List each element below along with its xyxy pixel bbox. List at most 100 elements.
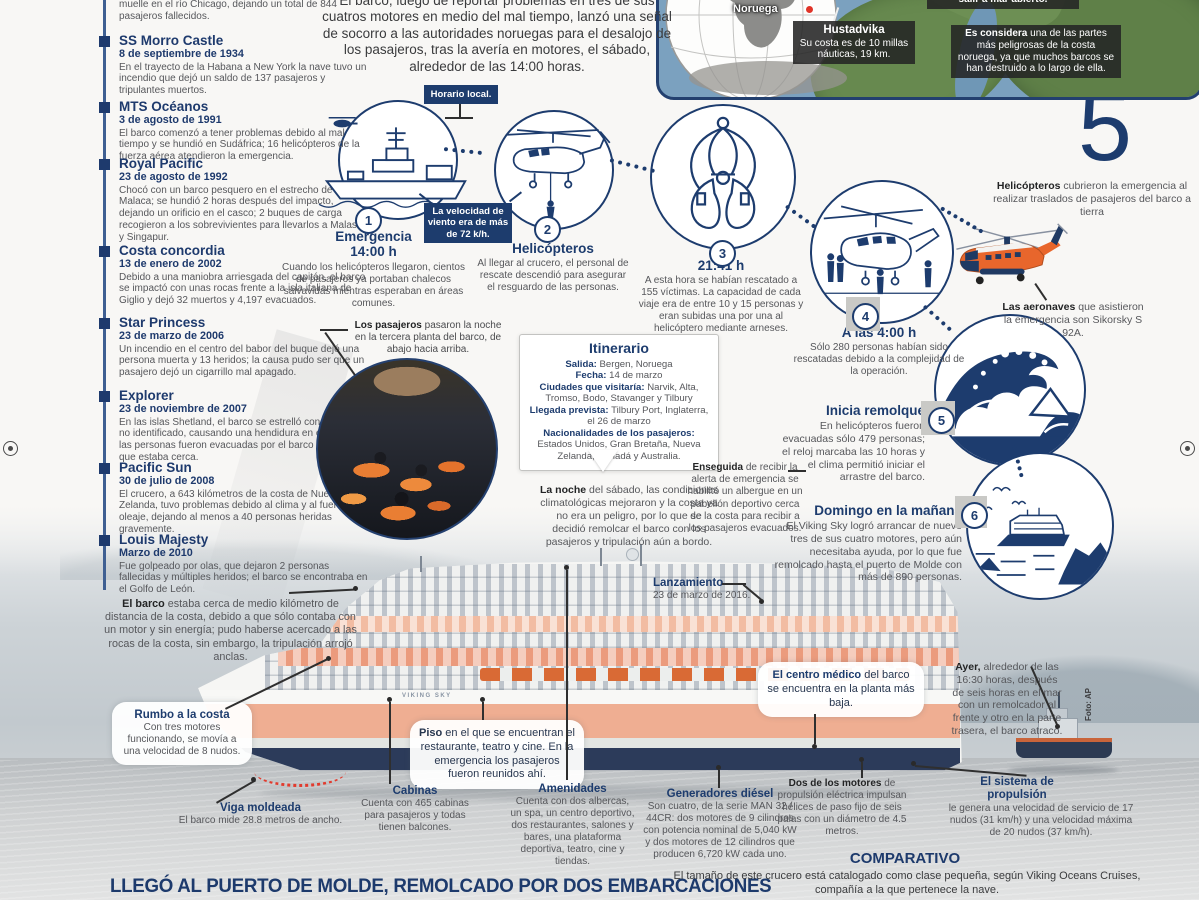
anchor-text: El barco estaba cerca de medio kilómetro… [103, 598, 358, 664]
itinerary-row: Fecha: 14 de marzo [526, 370, 712, 382]
local-time-crossbar [445, 117, 473, 119]
timeline-line [103, 0, 106, 590]
beam-dot [251, 777, 256, 782]
timeline-title: Explorer [119, 388, 174, 403]
ship-mast-aft [640, 544, 642, 566]
itinerary-value: 14 de marzo [606, 370, 663, 382]
itinerary-label: Ciudades que visitaría: [539, 381, 645, 393]
medical-lead: El centro médico [772, 669, 862, 681]
dotted-connector [784, 204, 817, 229]
timeline-text: El barco comenzó a tener problemas debid… [119, 127, 360, 163]
amenities-dot [564, 565, 569, 570]
ship-salmon-band-upper [270, 616, 960, 632]
globe-shadow [689, 61, 847, 95]
motors-label: Dos de los motores de propulsión eléctri… [772, 778, 912, 838]
yesterday-lead: Ayer, [955, 661, 981, 673]
generators-label: Generadores diésel Son cuatro, de la ser… [640, 788, 800, 861]
registration-mark-icon [3, 441, 18, 456]
event-title: Emergencia [335, 229, 412, 244]
danger-lead: Es considera [965, 28, 1028, 39]
timeline-title: Royal Pacific [119, 156, 204, 171]
ship-mast-fore [420, 556, 422, 572]
local-time-stem [459, 104, 461, 117]
timeline-text: Un incendio en el centro del babor del b… [119, 343, 365, 379]
ship-salmon-band-lower [278, 648, 960, 666]
cabins-text: Cuenta con 465 cabinas para pasajeros y … [361, 797, 469, 833]
cabins-title: Cabinas [392, 785, 438, 797]
hustadvika-title: Hustadvika [823, 24, 885, 36]
launch-label: Lanzamiento 23 de marzo de 2016. [653, 577, 765, 602]
comparativo-title: COMPARATIVO [849, 850, 961, 867]
event-4-block: A las 4:00 h Sólo 280 personas habían si… [793, 325, 965, 378]
itinerary-value: Narvik, Alta, Tromso, Bodo, Stavanger y … [545, 381, 699, 405]
course-title: Rumbo a la costa [134, 709, 230, 721]
wind-speed-tag: La velocidad de viento era de más de 72 … [424, 203, 512, 244]
ship-mast-main [600, 548, 602, 566]
event-text: Sólo 280 personas habían sido rescatadas… [793, 342, 965, 378]
amenities-title: Amenidades [538, 783, 607, 795]
ship-near-rocks-illustration [975, 486, 1112, 585]
footer-headline: LLEGÓ AL PUERTO DE MOLDE, REMOLCADO POR … [110, 875, 772, 897]
timeline-date: 13 de enero de 2002 [119, 258, 222, 271]
launch-title: Lanzamiento [653, 577, 724, 589]
amenities-label: Amenidades Cuenta con dos albercas, un s… [510, 783, 635, 868]
timeline-title: Louis Majesty [119, 532, 209, 547]
night-lead: La noche [540, 484, 587, 496]
event-number-4: 4 [852, 303, 879, 330]
timeline-item: MTS Océanos 3 de agosto de 1991 El barco… [97, 99, 369, 163]
danger-rest: una de las partes más peligrosas de la c… [957, 28, 1115, 75]
event-circle-5 [934, 314, 1086, 466]
bullet-square-icon [99, 159, 110, 170]
map-location-dot [805, 5, 814, 14]
rescue-helicopter-illustration [507, 129, 611, 218]
event-text: En helicópteros fueron evacuadas sólo 47… [782, 420, 925, 484]
amenities-text: Cuenta con dos albercas, un spa, un cent… [510, 795, 635, 867]
hustadvika-box: Hustadvika Su costa es de 10 millas náut… [793, 21, 915, 65]
yesterday-dot [1055, 724, 1060, 729]
anchor-rest: estaba cerca de medio kilómetro de dista… [104, 598, 357, 663]
label-lead: Los pasajeros [354, 320, 422, 331]
event-number-5: 5 [928, 407, 955, 434]
timeline-text: Chocó con un barco pesquero en el estrec… [119, 184, 365, 243]
timeline-title: Costa concordia [119, 243, 225, 258]
cabins-dot [387, 697, 392, 702]
itinerary-label: Llegada prevista: [529, 404, 609, 416]
timeline-date: 8 de septiembre de 1934 [119, 48, 244, 61]
ship-reflection [260, 786, 910, 800]
intro-paragraph: El barco, luego de reportar problemas en… [322, 0, 672, 74]
medical-dot [812, 744, 817, 749]
propulsion-text: le genera una velocidad de servicio de 1… [948, 803, 1134, 838]
sea-streaks [0, 760, 1199, 900]
event-2-block: Helicópteros Al llegar al crucero, el pe… [477, 241, 629, 294]
generators-pointer [718, 770, 720, 788]
event-circle-4 [810, 180, 954, 324]
event-circle-6 [966, 452, 1114, 600]
open-sea-box: salir a mar abierto. [927, 0, 1079, 9]
sea-surface [0, 758, 1199, 900]
registration-mark-icon [1180, 441, 1195, 456]
norway-map-panel: Noruega salir a mar abierto. Hustadvika … [656, 0, 1199, 100]
passengers-pointer-h [320, 329, 348, 331]
sikorsky-helicopter-illustration [956, 223, 1068, 285]
beam-text: El barco mide 28.8 metros de ancho. [178, 814, 343, 826]
timeline-date: 3 de agosto de 1991 [119, 114, 222, 127]
timeline-item: Costa concordia 13 de enero de 2002 Debi… [97, 243, 369, 307]
motors-pointer [861, 762, 863, 778]
aircraft-lead: Las aeronaves [1002, 301, 1076, 313]
course-dot [326, 656, 331, 661]
event-1-block: Emergencia 14:00 h Cuando los helicópter… [281, 229, 466, 310]
yesterday-label: Ayer, alrededor de las 16:30 horas, desp… [950, 661, 1064, 738]
shelter-pointer [788, 470, 806, 472]
dotted-connector [609, 158, 656, 174]
motors-dot [859, 757, 864, 762]
bullet-square-icon [99, 102, 110, 113]
bullet-square-icon [99, 318, 110, 329]
timeline-item: SS Morro Castle 8 de septiembre de 1934 … [97, 33, 369, 97]
timeline-text: Fue golpeado por olas, que dejaron 2 per… [119, 560, 368, 596]
heli-summary-rest: cubrieron la emergencia al realizar tras… [993, 180, 1191, 218]
shelter-lead: Enseguida [692, 462, 744, 473]
event-title: Inicia remolque [825, 403, 925, 418]
course-text: Con tres motores funcionando, se movía a… [123, 721, 241, 757]
comparativo-text: El tamaño de este crucero está catalogad… [673, 870, 1141, 896]
